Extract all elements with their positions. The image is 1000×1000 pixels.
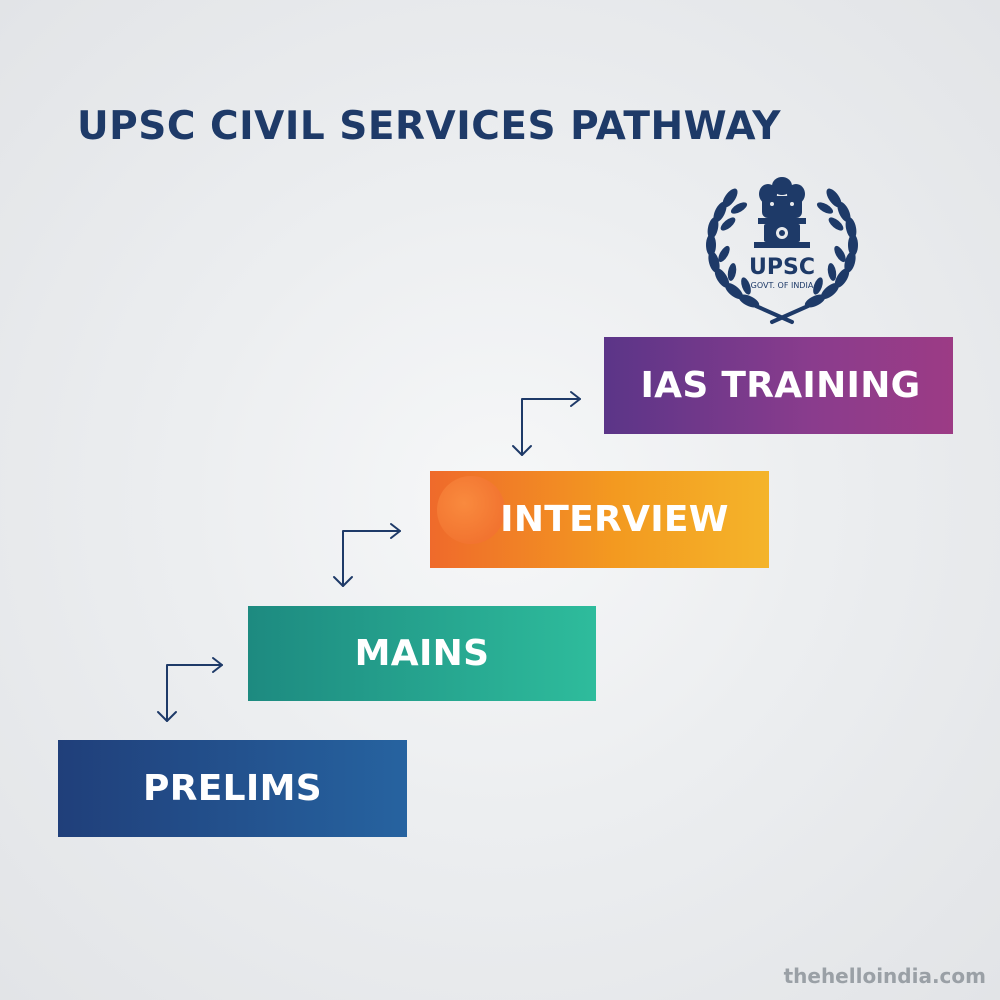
emblem-text: UPSC [749, 255, 815, 280]
step-interview: INTERVIEW [430, 471, 769, 568]
upsc-emblem-icon: UPSC GOVT. OF INDIA [706, 177, 858, 324]
connector-arrow-2 [333, 523, 401, 587]
step-label: PRELIMS [143, 768, 322, 809]
connector-arrow-1 [157, 657, 223, 722]
page-title: UPSC CIVIL SERVICES PATHWAY [77, 104, 782, 149]
connector-arrow-3 [512, 391, 581, 456]
circle-decoration [437, 476, 505, 544]
step-prelims: PRELIMS [58, 740, 407, 837]
step-mains: MAINS [248, 606, 596, 701]
step-label: MAINS [354, 633, 490, 674]
step-label: INTERVIEW [500, 499, 729, 540]
step-ias-training: IAS TRAINING [604, 337, 953, 434]
emblem-subtext: GOVT. OF INDIA [751, 281, 814, 290]
watermark: thehelloindia.com [783, 964, 986, 988]
step-label: IAS TRAINING [640, 365, 921, 406]
